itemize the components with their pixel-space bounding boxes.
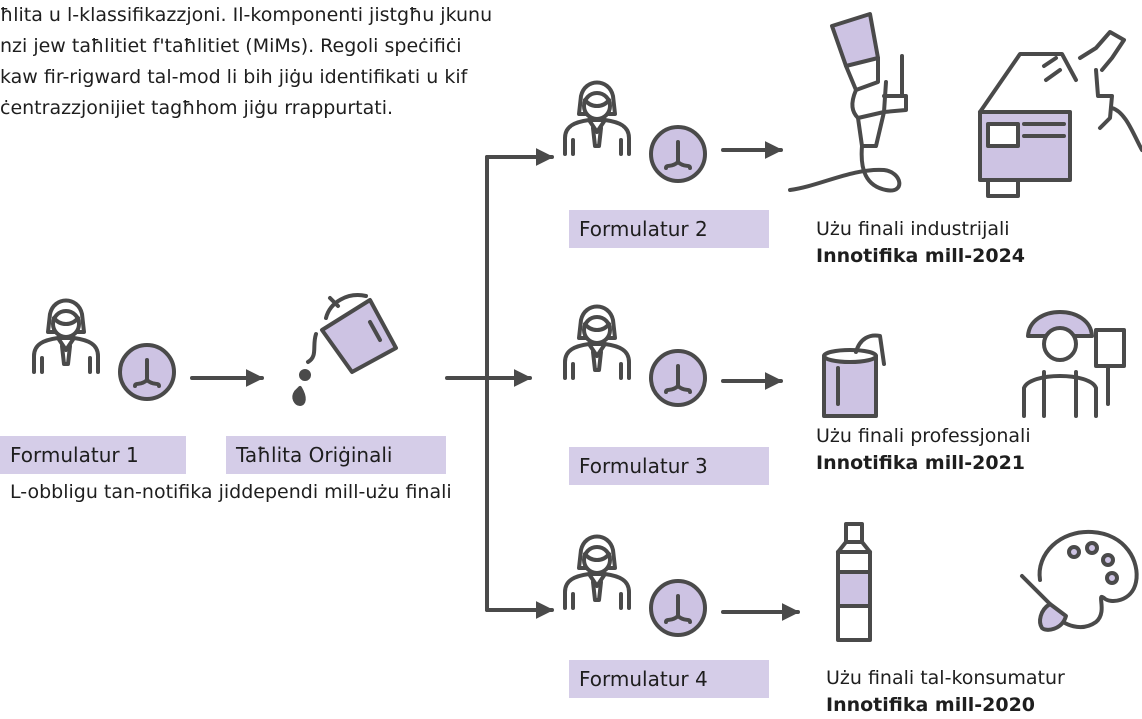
formulator-icon [563,534,631,610]
mixer-icon [118,343,176,401]
professional-use-block: Użu finali professjonali Innotifika mill… [816,423,1031,477]
industrial-date: Innotifika mill-2024 [816,245,1026,267]
formulator-icon [32,298,100,374]
consumer-use-block: Użu finali tal-konsumatur Innotifika mil… [826,665,1065,719]
formulator-1-label: Formulatur 1 [0,436,186,474]
formulator-3-label: Formulatur 3 [569,447,769,485]
intro-line: ċentrazzjonijiet tagħhom jiġu rrappurtat… [0,97,394,119]
mixer-icon [649,579,707,637]
formulator-icon [563,80,631,156]
consumer-date: Innotifika mill-2020 [826,694,1036,716]
formulator-icon [563,304,631,380]
painter-icon [1022,310,1126,418]
industrial-use-label: Użu finali industrijali [816,218,1010,240]
paint-bucket-icon [292,293,398,406]
formulator-2-label: Formulatur 2 [569,210,769,248]
intro-text: ħlita u l-klassifikazzjoni. Il-komponent… [0,0,560,124]
intro-line: kaw fir-rigward tal-mod li bih jiġu iden… [0,66,468,88]
intro-line: ħlita u l-klassifikazzjoni. Il-komponent… [0,4,493,26]
consumer-use-label: Użu finali tal-konsumatur [826,667,1065,689]
professional-date: Innotifika mill-2021 [816,452,1026,474]
palette-icon [1020,529,1139,632]
paint-tube-icon [836,522,872,642]
intro-line: nzi jew taħlitiet f'taħlitiet (MiMs). Re… [0,35,462,57]
car-spray-icon [978,30,1142,198]
branch-connector [485,148,554,619]
formulator-4-label: Formulatur 4 [569,660,769,698]
industrial-use-block: Użu finali industrijali Innotifika mill-… [816,216,1025,270]
mixer-icon [649,125,707,183]
original-mixture-label: Taħlita Oriġinali [226,436,446,474]
professional-use-label: Użu finali professjonali [816,425,1031,447]
paint-can-icon [822,333,886,418]
mixer-icon [649,349,707,407]
spray-gun-icon [788,12,908,193]
notification-note: L-obbligu tan-notifika jiddependi mill-u… [10,481,452,503]
